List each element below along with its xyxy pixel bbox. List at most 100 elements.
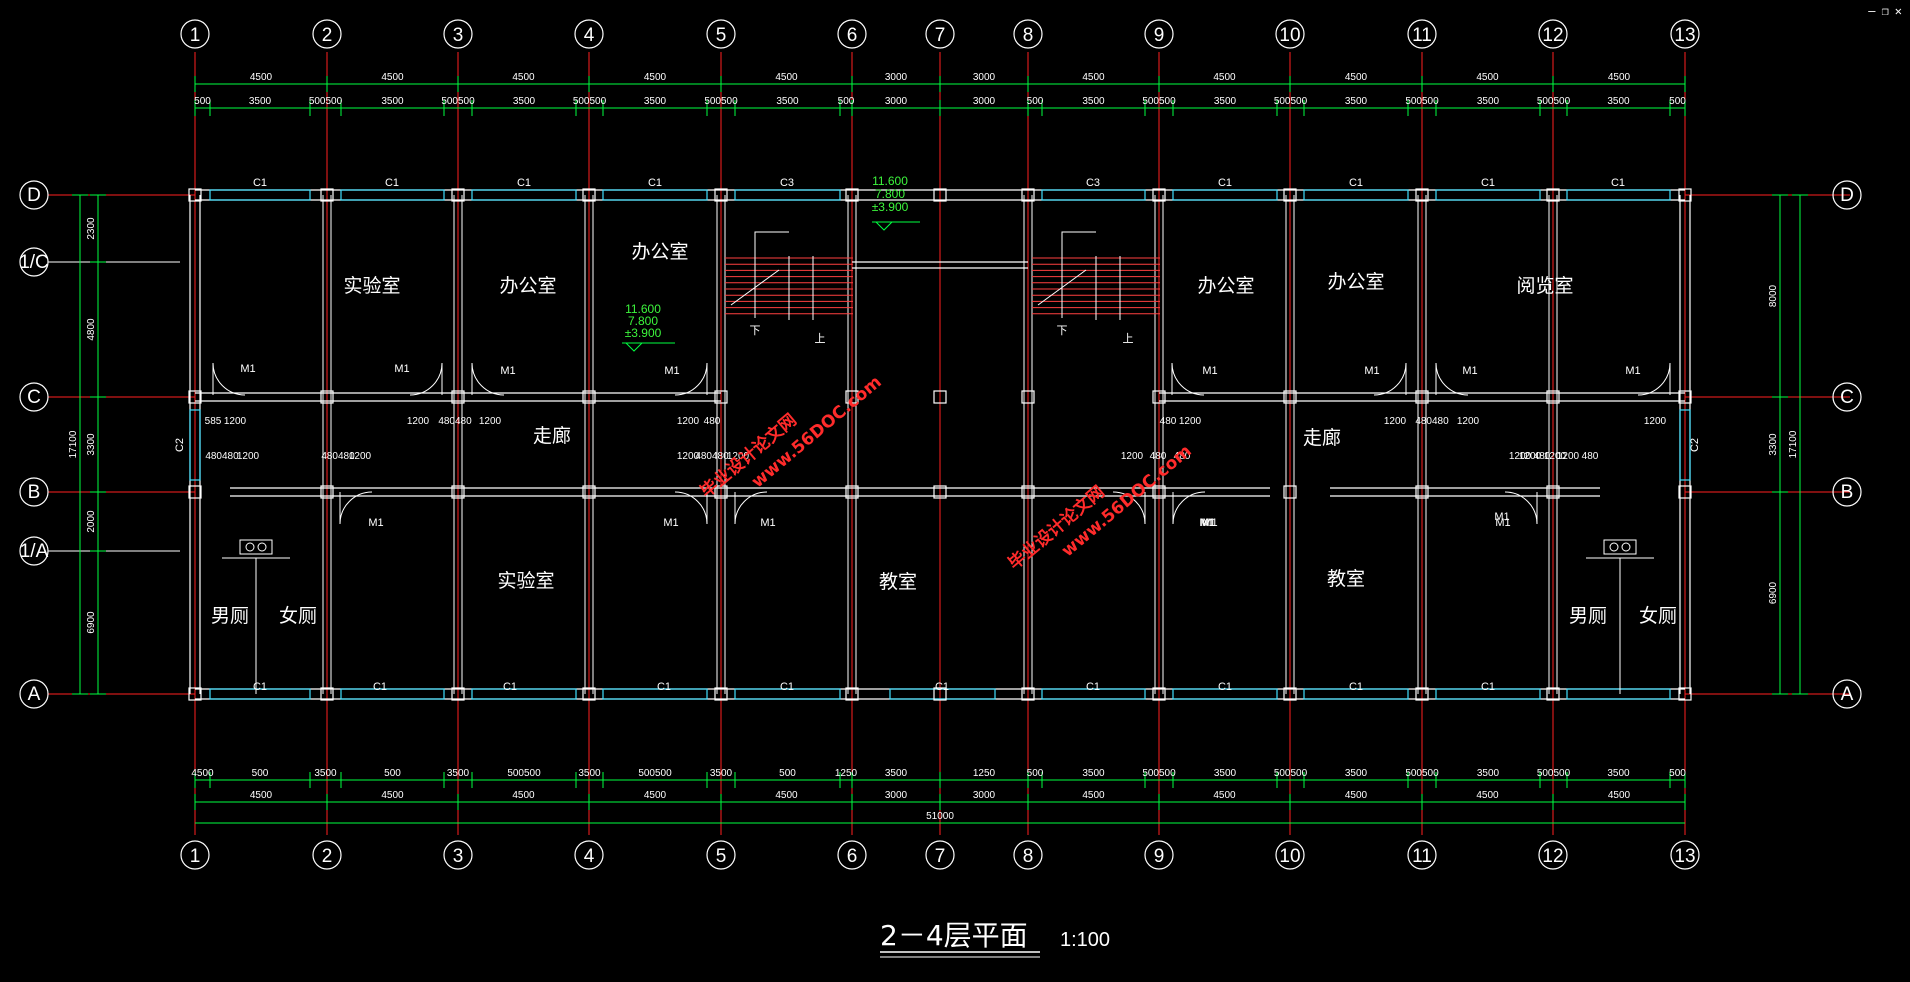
sink-bowl <box>257 542 267 552</box>
column <box>320 485 334 499</box>
window-label: C1 <box>657 681 671 693</box>
door-dim-text: 1200 <box>1519 451 1542 462</box>
column <box>1546 687 1560 701</box>
window-top <box>1566 189 1671 201</box>
door-label: M1 <box>1495 517 1510 529</box>
window-bottom <box>471 688 577 700</box>
door-dim-text: 480 <box>1160 416 1177 427</box>
dim-top-inner-text: 3500 <box>249 96 272 107</box>
door-label: M1 <box>394 363 409 375</box>
axis-bubble <box>1538 19 1568 49</box>
axis-number: 8 <box>1023 846 1034 867</box>
door-swing <box>1112 491 1146 525</box>
dim-top-inner-text: 500 <box>838 96 855 107</box>
column <box>1678 188 1692 202</box>
window-bottom <box>1566 688 1671 700</box>
column <box>582 390 596 404</box>
axis-bubble <box>1832 477 1862 507</box>
window-top <box>1172 189 1278 201</box>
dim-top-inner-text: 3500 <box>1477 96 1500 107</box>
room-label: 办公室 <box>1327 271 1384 293</box>
dim-top-inner-text: 500500 <box>1142 96 1176 107</box>
dim-bottom-inner-text: 1250 <box>973 768 996 779</box>
dim-bottom-inner-text: 3500 <box>885 768 908 779</box>
axis-bubble <box>19 180 49 210</box>
dim-top-inner-text: 500 <box>1027 96 1044 107</box>
dim-top-inner-text: 500500 <box>1405 96 1439 107</box>
dim-bottom-outer-text: 4500 <box>1608 790 1631 801</box>
column <box>320 687 334 701</box>
dim-top-inner-text: 500500 <box>441 96 475 107</box>
axis-number: 1 <box>190 846 201 867</box>
axis-bubble <box>443 19 473 49</box>
window-top <box>471 189 577 201</box>
doors <box>212 362 1671 525</box>
dim-top-inner-text: 500500 <box>1274 96 1308 107</box>
dim-top-outer-text: 3000 <box>885 72 908 83</box>
door-label: M1 <box>1200 517 1215 529</box>
door-dim-text: 1200 <box>224 416 247 427</box>
door-swing <box>1172 491 1206 525</box>
window-label: C1 <box>517 177 531 189</box>
column <box>1283 390 1297 404</box>
close-button[interactable]: ✕ <box>1894 4 1902 18</box>
stair-label: 下 <box>750 325 761 337</box>
room-label: 男厕 <box>211 605 249 627</box>
minimize-button[interactable]: – <box>1868 4 1876 18</box>
axis-bubble <box>19 679 49 709</box>
axis-number: 12 <box>1542 25 1563 46</box>
column <box>845 390 859 404</box>
window-label: C2 <box>174 438 186 452</box>
axis-letter: A <box>28 684 41 705</box>
axis-number: 10 <box>1279 25 1300 46</box>
axis-bubble <box>1832 382 1862 412</box>
axis-number: 13 <box>1674 25 1695 46</box>
dim-top-inner-text: 3500 <box>1082 96 1105 107</box>
elevation-label: ±3.900 <box>872 200 909 214</box>
door-dim-text: 480 <box>1174 451 1191 462</box>
dim-top-outer-text: 4500 <box>1608 72 1631 83</box>
window-bottom <box>602 688 708 700</box>
dim-bottom-inner-text: 500500 <box>638 768 672 779</box>
axis-number: 3 <box>453 846 464 867</box>
door-dim-text: 480480 <box>205 451 239 462</box>
column <box>188 687 202 701</box>
column <box>845 485 859 499</box>
door-label: M1 <box>1202 517 1217 529</box>
door-swing <box>1504 491 1538 525</box>
room-label: 实验室 <box>343 275 400 297</box>
dim-bottom-inner-text: 3500 <box>314 768 337 779</box>
dim-top-inner-text: 3500 <box>1607 96 1630 107</box>
window-label: C1 <box>1481 681 1495 693</box>
axis-bubble <box>837 19 867 49</box>
axis-bubble <box>1275 840 1305 870</box>
sink-fixture <box>239 539 273 555</box>
axis-bubble <box>1670 840 1700 870</box>
axis-number: 4 <box>584 846 595 867</box>
door-dim-text: 480480 <box>695 451 729 462</box>
column <box>1546 188 1560 202</box>
axis-bubble <box>925 19 955 49</box>
column <box>451 687 465 701</box>
stair-label: 上 <box>1123 332 1134 345</box>
column <box>320 188 334 202</box>
window-label: C1 <box>1349 177 1363 189</box>
axis-number: 1 <box>190 25 201 46</box>
dim-bottom-outer-text: 4500 <box>1345 790 1368 801</box>
stair-arrow <box>1061 231 1096 318</box>
column <box>582 687 596 701</box>
column <box>1546 390 1560 404</box>
axis-number: 11 <box>1412 25 1432 46</box>
restore-button[interactable]: ❐ <box>1881 4 1889 18</box>
elevation-mark <box>622 342 675 352</box>
door-dim-text: 1200 <box>479 416 502 427</box>
door-dim-text: 1200 <box>1644 416 1667 427</box>
dim-bottom-inner-text: 3500 <box>1082 768 1105 779</box>
door-label: M1 <box>1494 511 1509 523</box>
window-label: C1 <box>1349 681 1363 693</box>
dim-top-inner-text: 500500 <box>309 96 343 107</box>
axis-bubble <box>706 19 736 49</box>
axis-bubble <box>1013 19 1043 49</box>
axis-bubble <box>312 19 342 49</box>
